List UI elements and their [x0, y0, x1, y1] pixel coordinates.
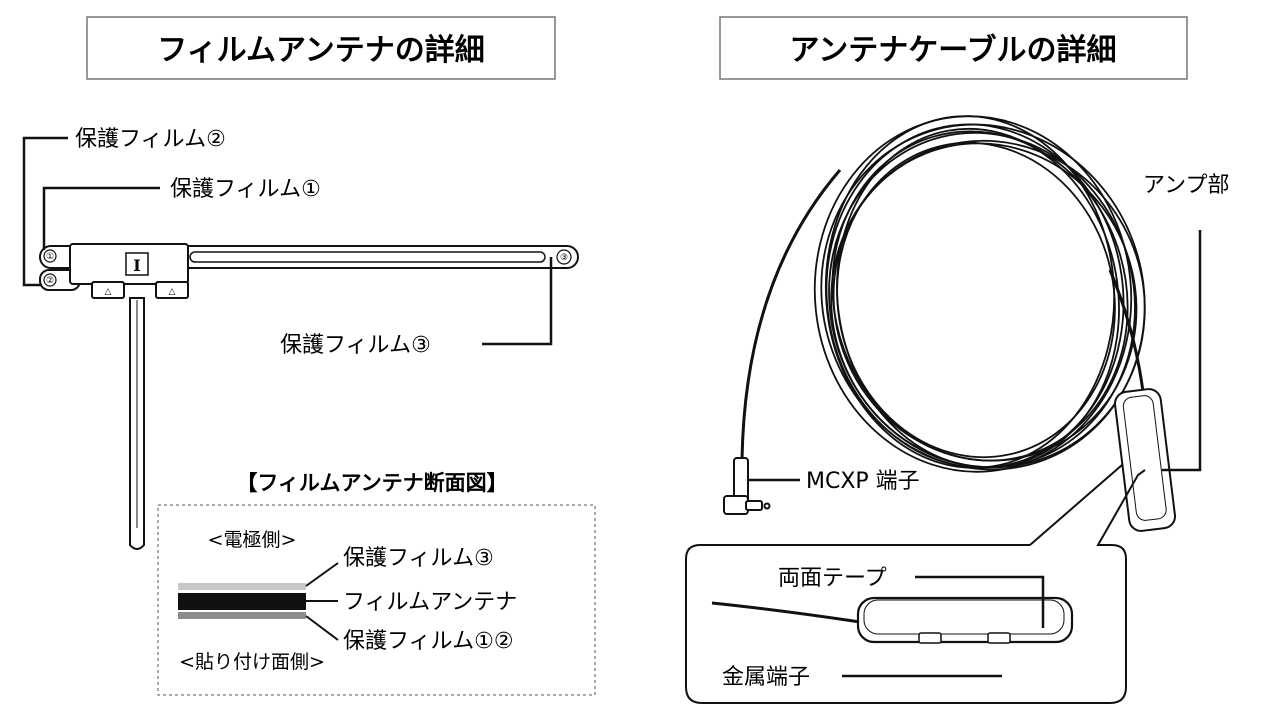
tab-2-label: ②: [46, 276, 54, 286]
label-protective-film-3: 保護フィルム③: [280, 333, 431, 358]
right-title: アンテナケーブルの詳細: [790, 33, 1117, 68]
leader-film-2: [22, 136, 68, 287]
triangle-right: △: [169, 287, 176, 297]
electrode-side-label: <電極側>: [208, 529, 297, 551]
tab-2-marker: [43, 273, 57, 287]
layer-middle: [178, 593, 306, 610]
layer-bottom: [178, 612, 306, 619]
connector-foot-left: [91, 281, 125, 299]
layer-bottom-label: 保護フィルム①②: [343, 629, 514, 654]
layer-top: [178, 583, 306, 590]
leader-lines-left: [22, 136, 553, 346]
label-protective-film-1: 保護フィルム①: [170, 177, 321, 202]
cable-coil: [740, 115, 1146, 473]
film-antenna-drawing: [39, 243, 579, 550]
right-title-box: アンテナケーブルの詳細: [719, 16, 1188, 80]
adhesive-side-label: <貼り付け面側>: [179, 651, 325, 673]
marker-label: I: [133, 256, 140, 275]
tab-3-marker: [556, 249, 572, 265]
tab-1-label: ①: [46, 252, 54, 262]
mcxp-connector: [723, 457, 771, 515]
layer-top-label: 保護フィルム③: [343, 546, 494, 571]
label-protective-film-2: 保護フィルム②: [75, 127, 226, 152]
amplifier-closeup: [711, 596, 1074, 644]
leader-amp: [1162, 230, 1202, 472]
marker-box: [125, 252, 149, 276]
cross-section-frame: [157, 504, 596, 696]
connector-foot-right: [155, 281, 189, 299]
leader-tape: [915, 575, 1045, 628]
left-title: フィルムアンテナの詳細: [157, 33, 485, 68]
antenna-element-line: [189, 251, 546, 263]
zoom-callout: [685, 464, 1146, 704]
cross-section-leaders: [305, 562, 339, 641]
leader-film-3: [482, 257, 553, 346]
amplifier-unit: [1114, 388, 1176, 532]
tab-1-marker: [43, 249, 57, 263]
tab-3-label: ③: [560, 253, 568, 263]
layer-middle-label: フィルムアンテナ: [343, 590, 517, 615]
triangle-left: △: [105, 287, 112, 297]
label-metal-terminal: 金属端子: [722, 665, 810, 690]
label-amp: アンプ部: [1143, 173, 1229, 198]
leader-film-1: [42, 186, 160, 250]
label-connector: MCXP 端子: [806, 469, 920, 494]
left-title-box: フィルムアンテナの詳細: [86, 16, 556, 80]
label-tape: 両面テープ: [778, 566, 887, 591]
cross-section-title: 【フィルムアンテナ断面図】: [236, 471, 507, 495]
